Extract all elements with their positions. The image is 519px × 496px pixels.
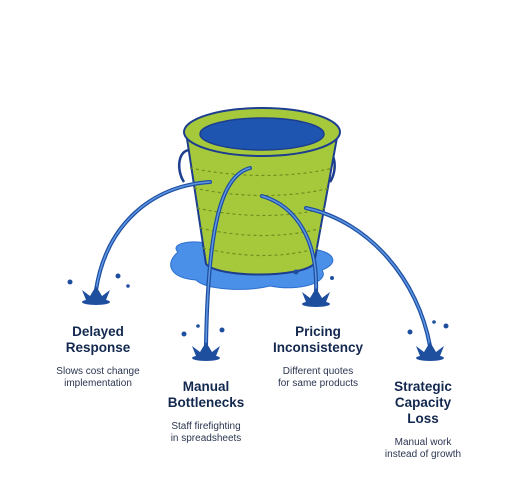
callout-pricing-inconsistency: Pricing Inconsistency Different quotes f…	[238, 324, 398, 390]
callout-title: Delayed Response	[65, 324, 131, 355]
callout-strategic-capacity-loss: Strategic Capacity Loss Manual work inst…	[343, 379, 503, 461]
callout-title: Manual Bottlenecks	[167, 379, 245, 410]
callout-description: Different quotes for same products	[277, 366, 359, 389]
splash-icon	[67, 273, 130, 305]
bucket-icon	[177, 107, 341, 276]
callout-description: Staff firefighting in spreadsheets	[170, 421, 242, 444]
splash-icon	[181, 324, 225, 361]
callout-title: Pricing Inconsistency	[272, 324, 364, 355]
callout-delayed-response: Delayed Response Slows cost change imple…	[18, 324, 178, 390]
callout-description: Slows cost change implementation	[56, 366, 140, 389]
splash-icon	[407, 320, 449, 361]
leak-stream-icon	[95, 167, 431, 347]
callout-manual-bottlenecks: Manual Bottlenecks Staff firefighting in…	[126, 379, 286, 445]
splash-icon	[293, 269, 334, 307]
callout-title: Strategic Capacity Loss	[394, 379, 452, 426]
callout-description: Manual work instead of growth	[384, 437, 462, 460]
